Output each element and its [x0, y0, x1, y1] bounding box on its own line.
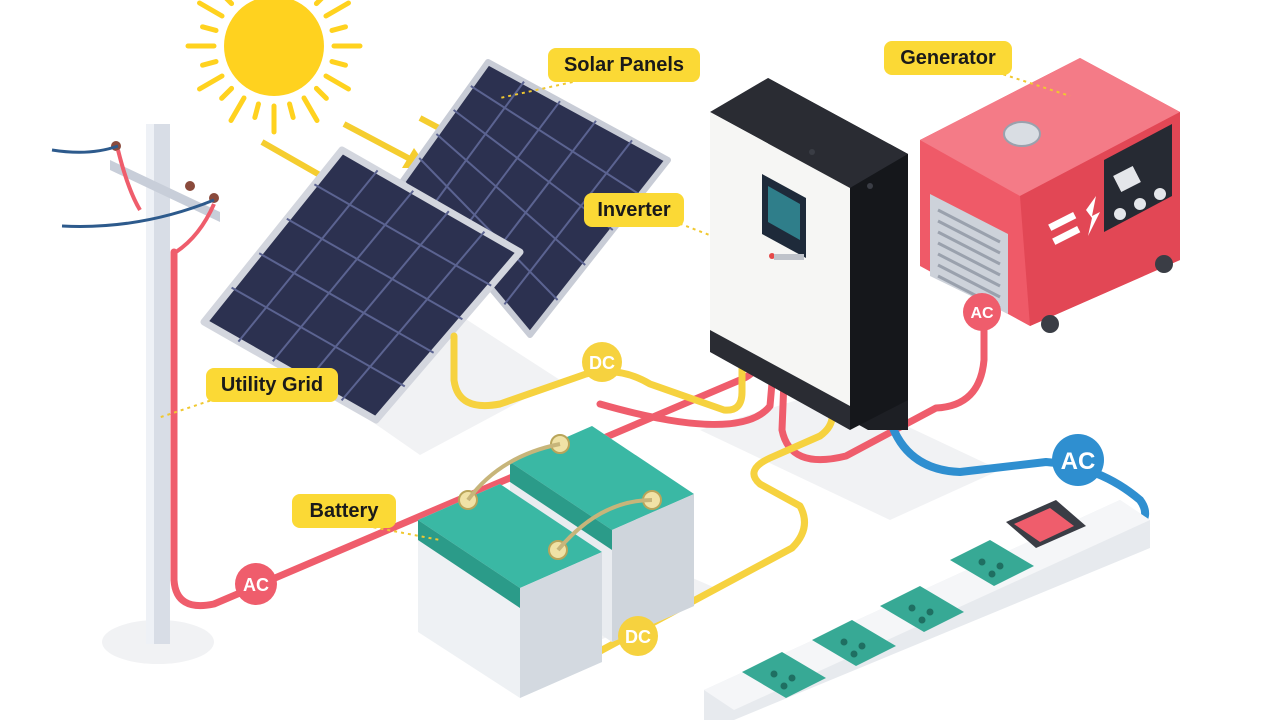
badge-ac-grid-text: AC: [243, 575, 269, 595]
label-solar-panels-text: Solar Panels: [564, 54, 684, 76]
badge-dc-battery-text: DC: [625, 627, 651, 647]
batteries: [418, 426, 694, 698]
badge-ac-grid: AC: [235, 563, 277, 605]
battery-front: [418, 484, 602, 698]
badge-ac-outlet: AC: [1052, 434, 1104, 486]
badge-dc-panels: DC: [582, 342, 622, 382]
solar-panel-front: [200, 146, 524, 424]
label-utility-grid: Utility Grid: [206, 368, 338, 402]
label-generator-text: Generator: [900, 47, 996, 69]
label-battery-text: Battery: [310, 500, 380, 522]
badge-ac-generator: AC: [963, 293, 1001, 331]
badge-ac-outlet-text: AC: [1061, 448, 1096, 475]
label-generator: Generator: [884, 41, 1012, 75]
badge-ac-generator-text: AC: [970, 305, 994, 322]
inverter: [710, 78, 908, 430]
label-utility-grid-text: Utility Grid: [221, 374, 323, 396]
outlet-socket-icon: [950, 540, 1034, 586]
ac-wire-grid-2: [596, 356, 778, 428]
solar-panel-back: [399, 59, 671, 338]
label-inverter: Inverter: [584, 193, 684, 227]
label-inverter-text: Inverter: [597, 199, 671, 221]
power-strip: [704, 500, 1150, 720]
generator: [920, 58, 1180, 333]
label-battery: Battery: [292, 494, 396, 528]
badge-dc-panels-text: DC: [589, 353, 615, 373]
outlet-socket-icon: [742, 652, 826, 698]
utility-pole: [51, 124, 220, 644]
solar-panels: [200, 59, 671, 424]
outlet-socket-icon: [812, 620, 896, 666]
battery-jumper-cable: [466, 442, 653, 552]
label-solar-panels: Solar Panels: [548, 48, 700, 82]
outlet-socket-icon: [880, 586, 964, 632]
power-switch-icon: [1006, 500, 1086, 548]
sun-icon: [185, 0, 363, 135]
badge-dc-battery: DC: [618, 616, 658, 656]
